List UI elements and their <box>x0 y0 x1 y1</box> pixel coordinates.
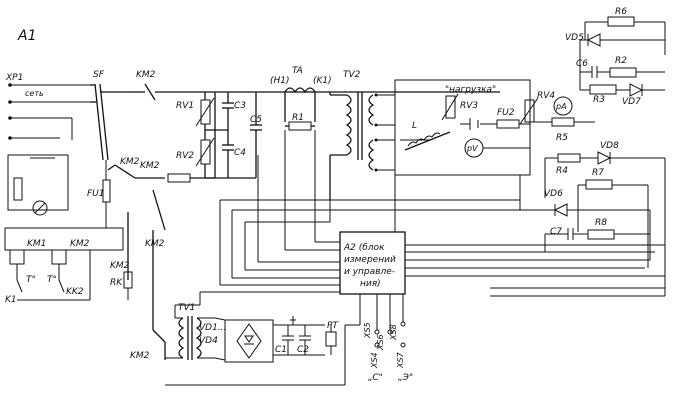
label-pt: PT <box>327 321 339 331</box>
label-rv2: RV2 <box>176 151 194 161</box>
label-t2: T° <box>47 275 57 285</box>
label-kk2: KK2 <box>66 287 84 297</box>
sockets-xs: XS5 XS6 XS8 XS4 XS7 „C" „Э" <box>363 294 413 383</box>
signal-bus <box>165 155 666 386</box>
label-xs8: XS8 <box>389 324 398 341</box>
label-pv: pV <box>466 144 478 153</box>
label-h1: (H1) <box>270 76 290 86</box>
mains-input-xp1: XP1 сеть <box>5 73 90 216</box>
meter-pa: pA R5 <box>534 96 595 143</box>
label-tv2: TV2 <box>343 70 361 80</box>
label-set: сеть <box>25 89 44 98</box>
label-km2-v: KM2 <box>145 239 165 249</box>
label-load: "нагрузка" <box>445 85 496 95</box>
label-r5: R5 <box>556 133 568 143</box>
label-e-quote: „Э" <box>398 373 413 383</box>
label-km2-top: KM2 <box>136 70 156 80</box>
label-c3: C3 <box>234 101 246 111</box>
current-transformer-ta: (H1) TA (K1) R1 <box>270 66 332 198</box>
switch-sf: SF <box>90 70 109 161</box>
transformer-tv2: TV2 <box>329 70 395 200</box>
label-r6: R6 <box>615 7 627 17</box>
label-rv4: RV4 <box>537 91 555 101</box>
label-rv3: RV3 <box>460 101 478 111</box>
label-k1p: (K1) <box>313 76 332 86</box>
label-xs4: XS4 <box>370 352 379 369</box>
label-vd5: VD5 <box>565 33 584 43</box>
label-km2-coil: KM2 <box>70 239 90 249</box>
label-vd7: VD7 <box>622 97 641 107</box>
control-block-a2: A2 (блок измерений и управле- ния) <box>339 231 406 295</box>
a2-title: A2 (блок <box>343 243 385 253</box>
label-r2: R2 <box>615 56 627 66</box>
label-vd1: VD1... <box>199 323 226 333</box>
label-k1: K1 <box>5 295 17 305</box>
label-c6: C6 <box>576 59 588 69</box>
label-fu1: FU1 <box>87 189 105 199</box>
relay-block-km1-km2: KM1 KM2 T° T° K1 KK2 <box>4 227 124 305</box>
label-fu2: FU2 <box>497 108 515 118</box>
label-rv1: RV1 <box>176 101 194 111</box>
right-mid-network: R4 VD8 VD6 R7 C7 R8 <box>519 141 665 240</box>
label-c2: C2 <box>297 345 309 355</box>
label-vd6: VD6 <box>544 189 563 199</box>
label-km2-bot: KM2 <box>130 351 150 361</box>
label-km2-left: KM2 <box>110 261 130 271</box>
label-vd4: VD4 <box>199 336 218 346</box>
label-rk: RK <box>110 278 123 288</box>
label-c7: C7 <box>550 227 562 237</box>
label-tv1: TV1 <box>178 303 195 313</box>
label-xp1: XP1 <box>5 73 23 83</box>
label-r3: R3 <box>593 95 605 105</box>
right-top-network: R6 VD5 C6 R2 R3 VD7 <box>565 7 666 107</box>
load-section: "нагрузка" RV3 RV4 L FU2 pV <box>394 79 555 176</box>
label-xs7: XS7 <box>396 351 405 369</box>
label-c4: C4 <box>234 148 246 158</box>
label-c5: C5 <box>250 115 262 125</box>
label-r4: R4 <box>556 166 568 176</box>
label-vd8: VD8 <box>600 141 619 151</box>
label-l: L <box>412 121 417 131</box>
diagram-label-a1: A1 <box>17 28 36 44</box>
label-r1: R1 <box>292 113 304 123</box>
label-km2-mid: KM2 <box>140 161 160 171</box>
label-xs6: XS6 <box>376 334 385 351</box>
label-xs5: XS5 <box>363 322 372 339</box>
label-sf: SF <box>93 70 105 80</box>
varistor-block: RV1 RV2 C3 C4 C5 <box>176 92 262 179</box>
label-km2-side: KM2 <box>120 157 140 167</box>
label-r7: R7 <box>592 168 604 178</box>
label-r8: R8 <box>595 218 607 228</box>
label-pa: pA <box>555 102 567 111</box>
label-km1: KM1 <box>27 239 46 249</box>
a2-line2: измерений <box>344 255 396 265</box>
label-t1: T° <box>26 275 36 285</box>
label-c-quote: „C" <box>368 373 383 383</box>
a2-line4: ния) <box>360 279 381 289</box>
label-ta: TA <box>292 66 303 76</box>
fuse-fu1: FU1 <box>87 160 111 228</box>
a2-line3: и управле- <box>344 267 395 277</box>
label-c1: C1 <box>275 345 287 355</box>
power-supply-tv1: TV1 VD1... VD4 C1 C2 PT <box>165 303 339 363</box>
